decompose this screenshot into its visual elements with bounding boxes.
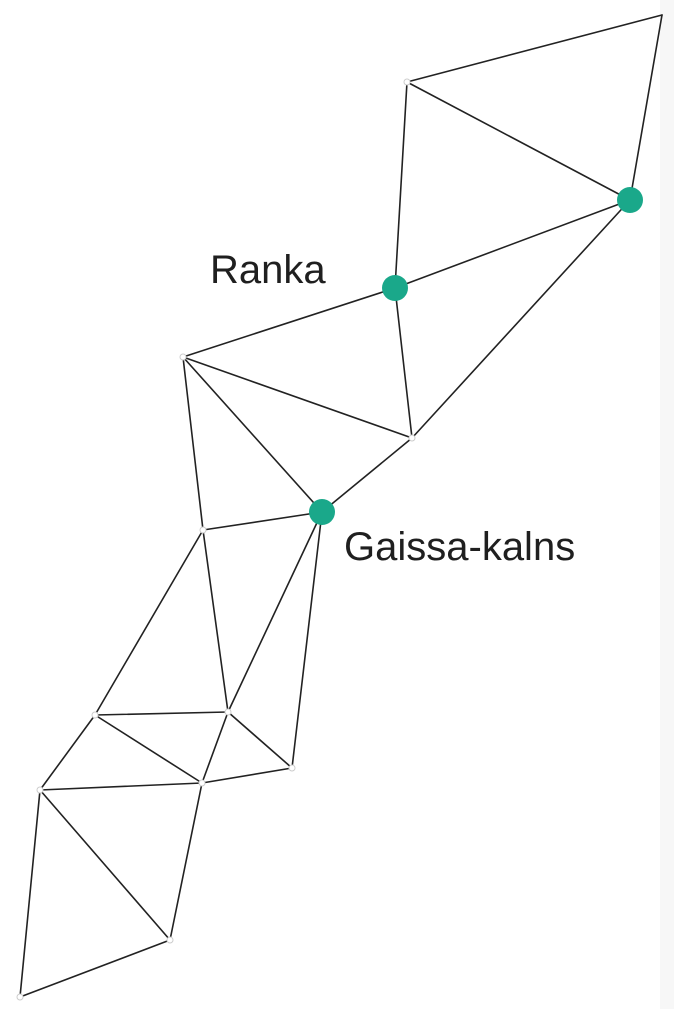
edge-n5-n6: [94, 529, 204, 716]
edge-n10-n11: [169, 782, 203, 941]
edge-gaissa-n8: [291, 511, 323, 769]
edge-ranka-east: [394, 199, 631, 289]
vertex-n10: [198, 779, 206, 787]
edge-n4-gaissa: [321, 437, 413, 513]
edge-n7-n10: [201, 711, 229, 784]
edge-gaissa-n7: [227, 511, 323, 713]
edge-n3-n5: [182, 356, 204, 531]
edge-n10-n8: [201, 767, 293, 784]
vertex-n12: [16, 993, 24, 1001]
edge-n3-ranka: [182, 287, 396, 358]
edge-n1-ranka: [394, 81, 408, 289]
edge-n9-n10: [39, 782, 203, 791]
station-marker-gaissa-kalns: [309, 499, 335, 525]
edge-n3-n4: [182, 356, 413, 439]
vertex-n3: [179, 353, 187, 361]
vertex-n11: [166, 936, 174, 944]
edge-n6-n10: [94, 714, 203, 784]
station-marker-ranka: [382, 275, 408, 301]
named-stations: [309, 187, 643, 525]
right-border-strip: [660, 0, 674, 1009]
network-vertices: [16, 78, 416, 1001]
edge-n12-n11: [19, 939, 171, 998]
station-marker-east: [617, 187, 643, 213]
edge-n5-gaissa: [202, 511, 323, 531]
edge-n1-topRight: [406, 14, 663, 83]
edge-n1-east: [406, 81, 631, 201]
vertex-n9: [36, 786, 44, 794]
vertex-n8: [288, 764, 296, 772]
vertex-n1: [403, 78, 411, 86]
station-label-ranka: Ranka: [210, 248, 326, 292]
edge-n6-n7: [94, 711, 229, 716]
edge-n3-gaissa: [182, 356, 323, 513]
edge-n5-n7: [202, 529, 229, 713]
vertex-n5: [199, 526, 207, 534]
station-label-gaissa-kalns: Gaissa-kalns: [344, 525, 575, 569]
network-edges: [19, 14, 663, 998]
edge-n7-n8: [227, 711, 293, 769]
edge-n6-n9: [39, 714, 96, 791]
edge-ranka-n4: [394, 287, 413, 439]
vertex-n7: [224, 708, 232, 716]
edge-n9-n11: [39, 789, 171, 941]
edge-n9-n12: [19, 789, 41, 998]
vertex-n4: [408, 434, 416, 442]
edge-topRight-east: [629, 14, 663, 201]
edge-east-n4: [411, 199, 631, 439]
vertex-n6: [91, 711, 99, 719]
